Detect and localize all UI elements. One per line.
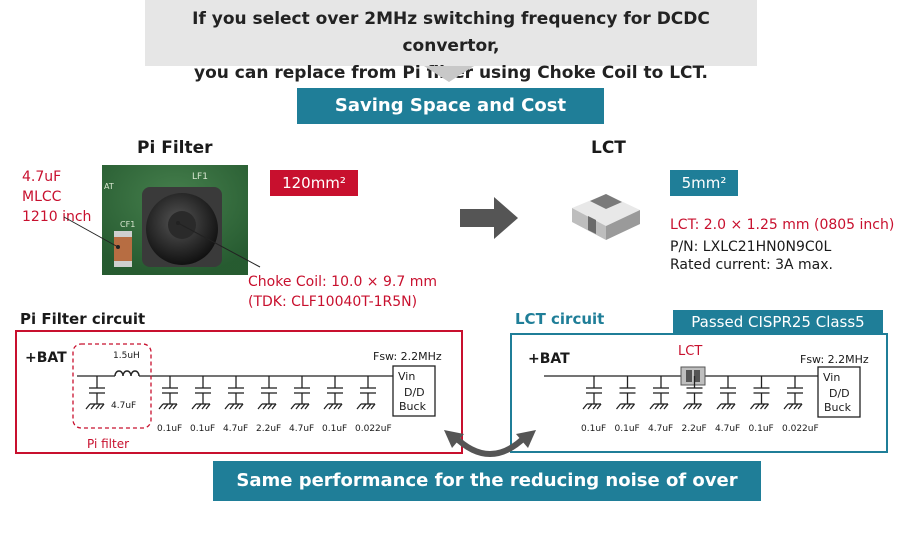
lct-area-badge: 5mm²: [670, 170, 738, 196]
fsw-label: Fsw: 2.2MHz: [800, 353, 869, 366]
pi-filter-label: Pi filter: [87, 437, 129, 451]
lct-circuit-box: [510, 333, 888, 453]
pcb-text: AT: [104, 182, 114, 191]
capacitor-symbol: [783, 376, 803, 410]
inductor-label: 1.5uH: [113, 351, 140, 361]
capacitor-symbol: [749, 376, 770, 410]
lct-rated-label: Rated current: 3A max.: [670, 257, 833, 273]
lct-title: LCT: [591, 138, 626, 158]
capacitor-value-label: 2.2uF: [682, 424, 707, 434]
capacitor-value-label: 4.7uF: [223, 424, 248, 434]
saving-banner: Saving Space and Cost: [297, 88, 604, 124]
lct-circuit-schematic: +BAT Fsw: 2.2MHz LCT 0.1uF 0.1uF 4.7uF 2.2u…: [528, 344, 869, 434]
capacitor-value-label: 0.1uF: [322, 424, 347, 434]
choke-label-line: (TDK: CLF10040T-1R5N): [248, 294, 418, 310]
passed-cispr-badge: Passed CISPR25 Class5: [673, 310, 883, 334]
double-arrow-icon: [444, 430, 536, 457]
choke-label: Choke Coil: 10.0 × 9.7 mm (TDK: CLF10040…: [248, 272, 437, 312]
lct-pn-label: P/N: LXLC21HN0N9C0L: [670, 239, 832, 255]
lct-caps-group: 0.1uF 0.1uF 4.7uF 2.2uF 4.7uF 0.1uF 0.022uF: [581, 376, 819, 434]
capacitor-value-label: 0.1uF: [581, 424, 606, 434]
capacitor-value-label: 4.7uF: [648, 424, 673, 434]
capacitor-symbol: [257, 376, 277, 410]
leader-lines: [63, 216, 261, 268]
pi-circuit-title: Pi Filter circuit: [20, 310, 146, 328]
buck-text: D/D: [829, 387, 850, 400]
capacitor-symbol: [323, 376, 343, 410]
buck-text: Buck: [824, 401, 852, 414]
capacitor-value-label: 0.1uF: [190, 424, 215, 434]
capacitor-symbol: [356, 376, 376, 410]
capacitor-symbol: [649, 376, 669, 410]
pi-cap-label: 4.7uF: [111, 401, 136, 411]
capacitor-value-label: 0.1uF: [749, 424, 774, 434]
mlcc-label-line: MLCC: [22, 189, 62, 205]
mlcc-label-line: 4.7uF: [22, 169, 62, 185]
pi-caps-group: 0.1uF 0.1uF 4.7uF 2.2uF 4.7uF 0.1uF 0.022uF: [157, 376, 392, 434]
pi-area-badge: 120mm²: [270, 170, 358, 196]
performance-banner: Same performance for the reducing noise …: [213, 461, 761, 531]
capacitor-symbol: [191, 376, 211, 410]
header-callout: If you select over 2MHz switching freque…: [145, 0, 757, 83]
buck-text: Vin: [823, 371, 840, 384]
capacitor-value-label: 0.1uF: [615, 424, 640, 434]
pi-filter-title: Pi Filter: [137, 138, 213, 158]
buck-text: D/D: [404, 386, 425, 399]
mlcc-label-line: 1210 inch: [22, 209, 92, 225]
pcb-text: CF1: [120, 220, 135, 229]
mlcc-label: 4.7uF MLCC 1210 inch: [22, 167, 91, 227]
capacitor-symbol: [158, 376, 178, 410]
capacitor-symbol: [615, 376, 636, 410]
down-arrow-icon: [424, 66, 474, 82]
capacitor-symbol: [716, 376, 736, 410]
header-line-1: If you select over 2MHz switching freque…: [192, 9, 710, 56]
bat-label: +BAT: [528, 351, 570, 367]
buck-text: Buck: [399, 400, 427, 413]
capacitor-symbol: [682, 376, 703, 410]
pi-circuit-schematic: +BAT Fsw: 2.2MHz 1.5uH Pi filter 4.7uF 0…: [25, 343, 442, 451]
right-arrow-icon: [460, 197, 518, 239]
capacitor-value-label: 4.7uF: [715, 424, 740, 434]
lct-circuit-title: LCT circuit: [515, 310, 605, 328]
fsw-label: Fsw: 2.2MHz: [373, 350, 442, 363]
capacitor-value-label: 0.022uF: [355, 424, 392, 434]
capacitor-value-label: 0.022uF: [782, 424, 819, 434]
lct-component-label: LCT: [678, 344, 702, 359]
capacitor-symbol: [290, 376, 310, 410]
lct-size-label: LCT: 2.0 × 1.25 mm (0805 inch): [670, 217, 895, 233]
choke-label-line: Choke Coil: 10.0 × 9.7 mm: [248, 274, 437, 290]
pi-filter-pcb-photo: LF1 CF1 AT: [102, 165, 248, 275]
capacitor-symbol: [224, 376, 244, 410]
capacitor-value-label: 0.1uF: [157, 424, 182, 434]
capacitor-value-label: 4.7uF: [289, 424, 314, 434]
bat-label: +BAT: [25, 350, 67, 366]
capacitor-symbol: [582, 376, 602, 410]
pcb-text: LF1: [192, 172, 208, 182]
lct-chip-photo: [572, 194, 640, 240]
buck-text: Vin: [398, 370, 415, 383]
capacitor-value-label: 2.2uF: [256, 424, 281, 434]
pi-circuit-box: [15, 330, 463, 454]
